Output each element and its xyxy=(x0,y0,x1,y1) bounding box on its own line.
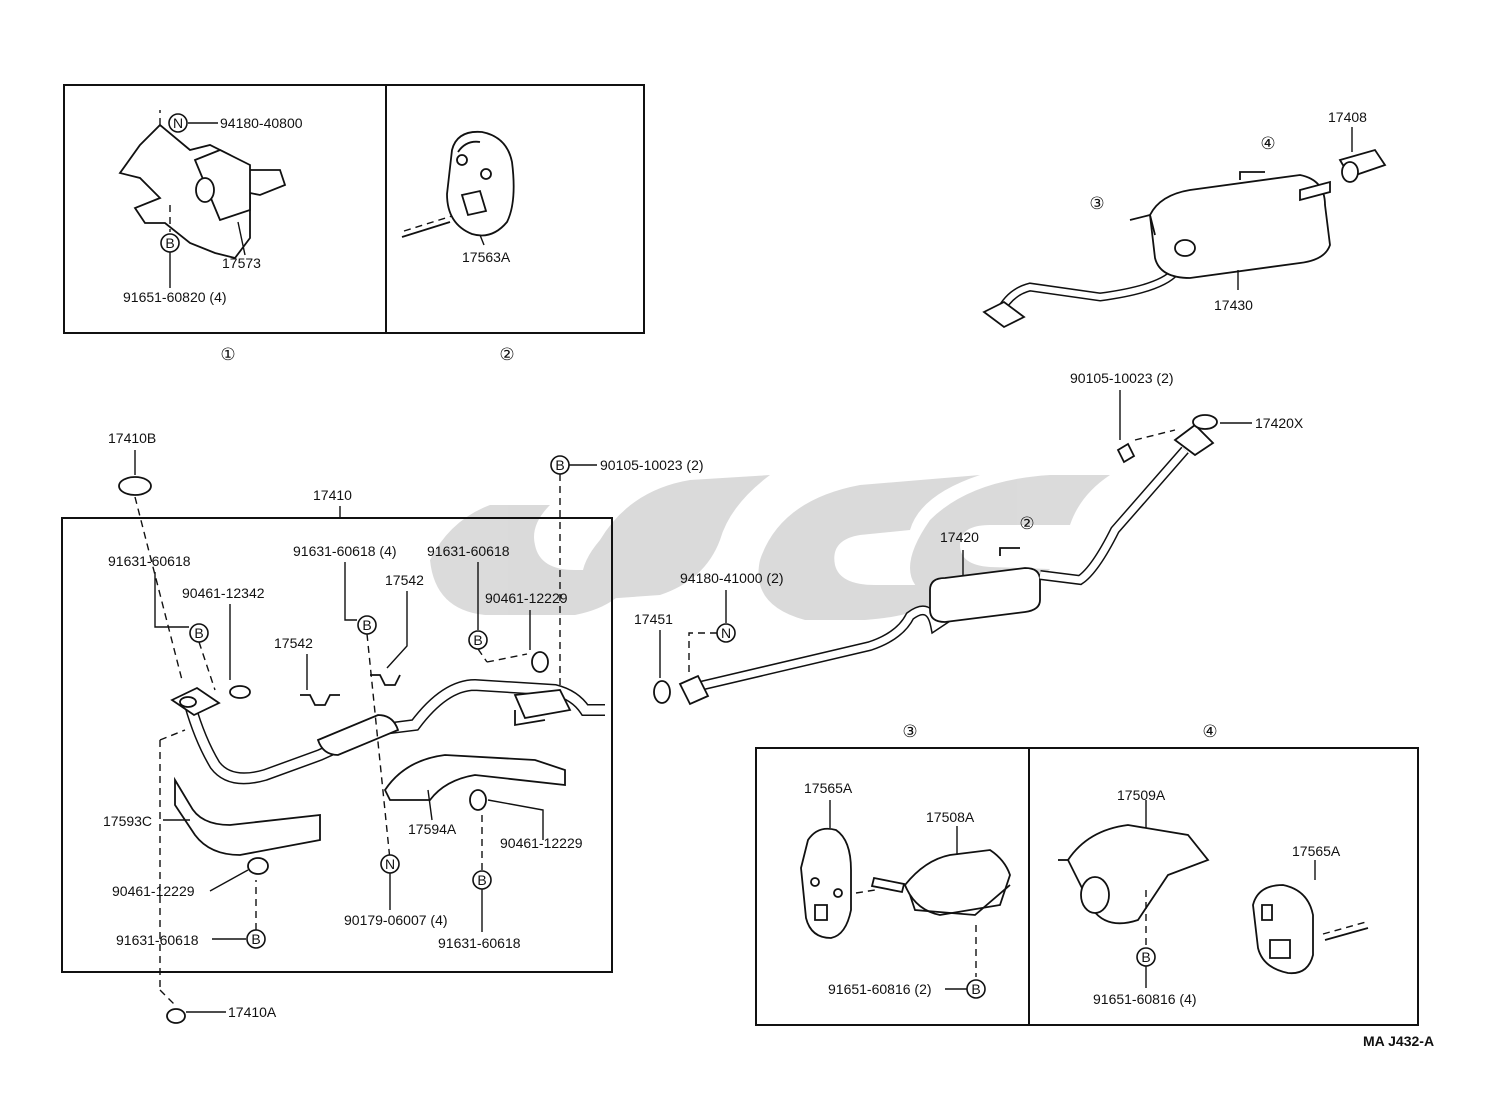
n-symbol: N xyxy=(173,115,183,131)
ref-4: ④ xyxy=(1260,134,1275,153)
label-17542-b: 17542 xyxy=(385,572,424,588)
label-90105-10023-center: 90105-10023 (2) xyxy=(1070,370,1174,386)
label-90461-12229-c: 90461-12229 xyxy=(112,883,195,899)
label-91631-60618-d: 91631-60618 xyxy=(438,935,521,951)
label-91651-60816-2: 91651-60816 (2) xyxy=(828,981,932,997)
label-90461-12229-b: 90461-12229 xyxy=(500,835,583,851)
inset-number-3: ③ xyxy=(902,722,917,741)
svg-text:B: B xyxy=(194,625,203,641)
label-17563A: 17563A xyxy=(462,249,511,265)
svg-text:N: N xyxy=(385,856,395,872)
label-94180-40800: 94180-40800 xyxy=(220,115,303,131)
svg-text:B: B xyxy=(477,872,486,888)
ref-2-center: ② xyxy=(1019,514,1034,533)
label-17451: 17451 xyxy=(634,611,673,627)
label-17410A: 17410A xyxy=(228,1004,277,1020)
b-symbol: B xyxy=(165,235,174,251)
inset-number-4: ④ xyxy=(1202,722,1217,741)
label-17410B: 17410B xyxy=(108,430,156,446)
front-pipe-box xyxy=(61,517,613,973)
inset-4: 17509A B 91651-60816 (4) 17565A xyxy=(1058,787,1369,1007)
label-94180-41000: 94180-41000 (2) xyxy=(680,570,784,586)
label-17508A: 17508A xyxy=(926,809,975,825)
label-91631-60618-b: 91631-60618 xyxy=(427,543,510,559)
label-17593C: 17593C xyxy=(103,813,152,829)
label-90461-12229-a: 90461-12229 xyxy=(485,590,568,606)
inset-number-1: ① xyxy=(220,345,235,364)
tail-pipe-assembly: 17430 17408 ③ ④ xyxy=(982,109,1387,329)
label-91651-60820: 91651-60820 (4) xyxy=(123,289,227,305)
inset-box-3-4 xyxy=(755,747,1419,1026)
center-pipe-assembly: 17420 ② 17451 N 94180-41000 (2) 90105-10… xyxy=(634,370,1304,706)
label-91631-60618-4: 91631-60618 (4) xyxy=(293,543,397,559)
label-17542-a: 17542 xyxy=(274,635,313,651)
label-91651-60816-4: 91651-60816 (4) xyxy=(1093,991,1197,1007)
label-17509A: 17509A xyxy=(1117,787,1166,803)
label-17410: 17410 xyxy=(313,487,352,503)
svg-text:B: B xyxy=(251,931,260,947)
label-17594A: 17594A xyxy=(408,821,457,837)
label-90105-10023-front: 90105-10023 (2) xyxy=(600,457,704,473)
label-17565A-3: 17565A xyxy=(804,780,853,796)
inset-1: N 94180-40800 B 91651-60820 (4) 17573 xyxy=(118,110,303,305)
n-symbol-center: N xyxy=(721,625,731,641)
label-90179-06007: 90179-06007 (4) xyxy=(344,912,448,928)
label-17573: 17573 xyxy=(222,255,261,271)
label-17430: 17430 xyxy=(1214,297,1253,313)
front-pipe-assembly: 17410B 17410 91631-60618 B 90461-12342 9… xyxy=(103,430,704,1024)
label-91631-60618-a: 91631-60618 xyxy=(108,553,191,569)
inset-2: 17563A xyxy=(401,130,515,265)
inset-number-2: ② xyxy=(499,345,514,364)
label-17420X: 17420X xyxy=(1255,415,1304,431)
svg-text:B: B xyxy=(555,457,564,473)
diagram-code: MA J432-A xyxy=(1363,1033,1434,1049)
svg-text:B: B xyxy=(362,617,371,633)
label-90461-12342: 90461-12342 xyxy=(182,585,265,601)
inset-box-1-2 xyxy=(63,84,645,334)
label-91631-60618-c: 91631-60618 xyxy=(116,932,199,948)
svg-text:B: B xyxy=(971,981,980,997)
label-17408: 17408 xyxy=(1328,109,1367,125)
svg-text:B: B xyxy=(1141,949,1150,965)
ref-3: ③ xyxy=(1089,194,1104,213)
label-17565A-4: 17565A xyxy=(1292,843,1341,859)
inset-3: 17565A 17508A B 91651-60816 (2) xyxy=(800,780,1011,999)
svg-text:B: B xyxy=(473,632,482,648)
watermark-logo xyxy=(430,475,1110,620)
label-17420: 17420 xyxy=(940,529,979,545)
